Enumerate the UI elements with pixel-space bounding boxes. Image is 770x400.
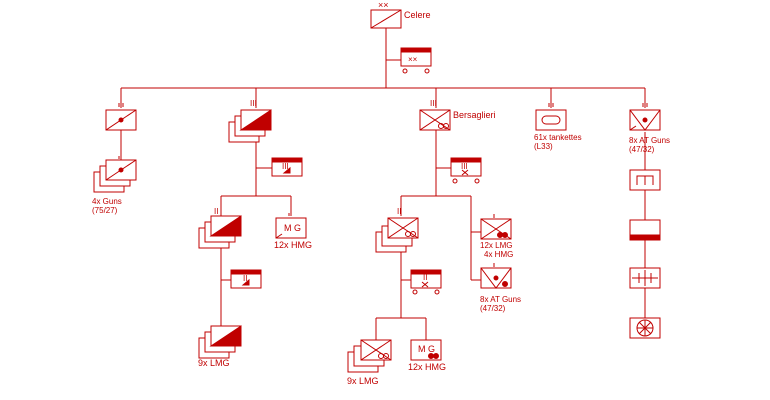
- bersaglieri-lmg-symbol[interactable]: 9x LMG: [347, 339, 392, 386]
- bicycle-wheel-icon: [410, 231, 416, 237]
- engineer-symbol[interactable]: [629, 169, 661, 191]
- infantry-cross: [360, 339, 392, 361]
- wheel-icon: [402, 68, 408, 74]
- bersaglieri-battalion-symbol[interactable]: II: [375, 207, 419, 253]
- supply-band: [629, 234, 661, 241]
- cavalry-slash: [275, 233, 283, 239]
- bersaglieri-at-symbol[interactable]: 8x AT Guns (47/32): [480, 263, 521, 313]
- motor-wheel-icon: [497, 232, 503, 238]
- wheel-icon: [412, 289, 418, 295]
- hq-band: [230, 269, 262, 275]
- infantry-cross: [461, 169, 469, 176]
- bersaglieri-regiment-symbol[interactable]: III Bersaglieri: [419, 99, 496, 131]
- hq-band: [410, 269, 442, 275]
- cavalry-lmg-symbol[interactable]: 9x LMG: [198, 325, 242, 368]
- bicycle-wheel-icon: [443, 123, 449, 129]
- tankettes-symbol[interactable]: 61x tankettes (L33): [534, 103, 582, 151]
- signals-symbol[interactable]: [629, 317, 661, 339]
- bers-lmg-hmg-label-2: 4x HMG: [484, 250, 513, 259]
- echelon-mark: II: [214, 207, 218, 216]
- tankettes-label-2: (L33): [534, 142, 553, 151]
- cavalry-regiment-hq-symbol[interactable]: III: [271, 157, 303, 177]
- cav-lmg-label: 9x LMG: [198, 358, 230, 368]
- div-at-symbol[interactable]: 8x AT Guns (47/32): [629, 103, 670, 154]
- tank-track-icon: [541, 115, 561, 125]
- infantry-cross: [480, 218, 512, 240]
- artillery-label-1: 4x Guns: [92, 197, 122, 206]
- cavalry-slash: [629, 125, 637, 131]
- bicycle-wheel-icon: [383, 353, 389, 359]
- div-at-label-1: 8x AT Guns: [629, 136, 670, 145]
- echelon-mark: III: [461, 162, 468, 171]
- bers-at-label-2: (47/32): [480, 304, 506, 313]
- motor-wheel-icon: [502, 232, 508, 238]
- supply-symbol[interactable]: [629, 219, 661, 241]
- wheel-icon: [424, 68, 430, 74]
- motor-wheel-icon: [433, 353, 439, 359]
- cavalry-slash: [370, 9, 402, 29]
- artillery-batteries-symbol[interactable]: 4x Guns (75/27): [92, 156, 137, 215]
- artillery-group-symbol[interactable]: [105, 103, 137, 131]
- bers-hmg-code: M G: [418, 344, 435, 354]
- bersaglieri-hmg-symbol[interactable]: M G 12x HMG: [408, 339, 446, 372]
- artillery-dot-icon: [118, 167, 124, 173]
- bersaglieri-lmg-hmg-symbol[interactable]: 12x LMG 4x HMG: [480, 214, 513, 259]
- bers-hmg-label: 12x HMG: [408, 362, 446, 372]
- bersaglieri-label: Bersaglieri: [453, 110, 496, 120]
- motor-wheel-icon: [502, 281, 508, 287]
- motor-wheel-icon: [428, 353, 434, 359]
- cavalry-regiment-symbol[interactable]: III: [228, 99, 272, 143]
- hq-band: [400, 47, 432, 53]
- infantry-cross: [421, 281, 429, 288]
- cavalry-battalion-symbol[interactable]: II: [198, 207, 242, 249]
- signals-wheel-icon: [638, 321, 652, 335]
- cavalry-hmg-symbol[interactable]: M G 12x HMG: [274, 213, 312, 250]
- armored-fill: [239, 109, 272, 131]
- division-hq-echelon: ××: [408, 55, 418, 64]
- armored-fill: [209, 325, 242, 347]
- bers-lmg-label: 9x LMG: [347, 376, 379, 386]
- hq-band: [271, 157, 303, 163]
- bersaglieri-hq-symbol[interactable]: III: [450, 157, 482, 184]
- antitank-chevron-icon: [480, 267, 512, 289]
- wheel-icon: [474, 178, 480, 184]
- bersaglieri-battalion-hq-symbol[interactable]: II: [410, 269, 442, 295]
- artillery-dot-icon: [118, 117, 124, 123]
- infantry-cross: [419, 109, 451, 131]
- echelon-mark: III: [250, 99, 257, 108]
- armored-fill: [282, 166, 291, 174]
- armored-fill: [241, 278, 250, 286]
- echelon-mark: II: [423, 273, 427, 282]
- infantry-cross: [387, 217, 419, 239]
- hq-band: [450, 157, 482, 163]
- div-at-label-2: (47/32): [629, 145, 655, 154]
- cavalry-battalion-hq-symbol[interactable]: II: [230, 269, 262, 289]
- wheel-icon: [434, 289, 440, 295]
- hmg-frame: [275, 217, 307, 239]
- artillery-label-2: (75/27): [92, 206, 118, 215]
- antitank-chevron-icon: [629, 109, 661, 131]
- echelon-mark: II: [397, 207, 401, 216]
- artillery-dot-icon: [642, 117, 648, 123]
- armored-fill: [209, 215, 242, 237]
- division-echelon: ××: [378, 0, 389, 10]
- cav-hmg-code: M G: [284, 223, 301, 233]
- echelon-mark: III: [282, 162, 289, 171]
- echelon-mark: III: [430, 99, 437, 108]
- bers-at-label-1: 8x AT Guns: [480, 295, 521, 304]
- wheel-icon: [452, 178, 458, 184]
- armor-frame: [535, 109, 567, 131]
- artillery-dot-icon: [493, 275, 499, 281]
- division-symbol[interactable]: ×× Celere: [370, 0, 431, 29]
- division-hq-symbol[interactable]: ××: [400, 47, 432, 74]
- bers-lmg-hmg-label-1: 12x LMG: [480, 241, 512, 250]
- medical-symbol[interactable]: [629, 267, 661, 289]
- connector-lines: [120, 28, 646, 340]
- cav-hmg-label: 12x HMG: [274, 240, 312, 250]
- tankettes-label-1: 61x tankettes: [534, 133, 582, 142]
- echelon-mark: II: [243, 274, 247, 283]
- division-label: Celere: [404, 10, 431, 20]
